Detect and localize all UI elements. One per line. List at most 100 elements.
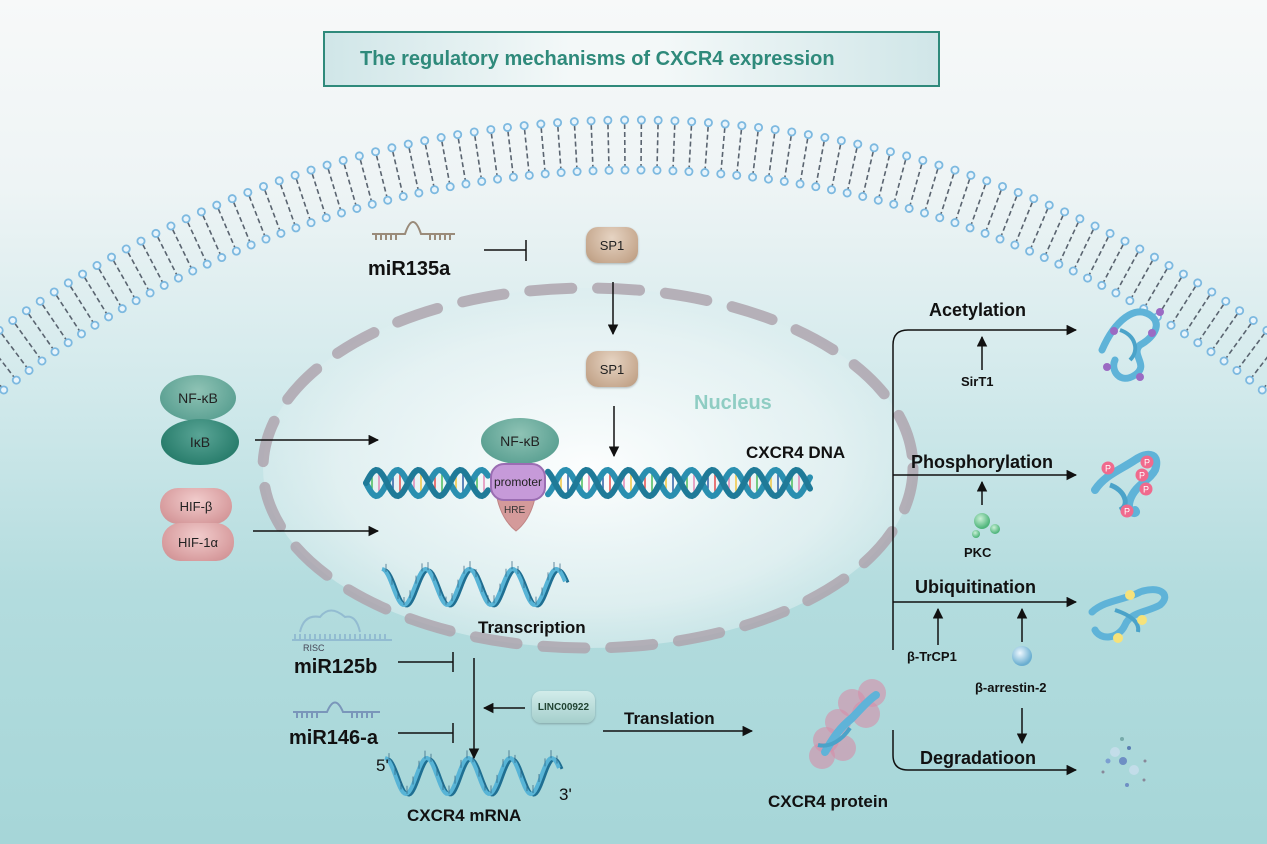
phospholipid [0,325,34,375]
lipid-tail [1199,304,1225,340]
lipid-tail [507,131,514,174]
lipid-tail [295,178,311,220]
lipid-head [1149,252,1159,262]
phospholipid [1111,244,1145,298]
phospholipid [889,151,912,209]
lipid-head [8,315,18,325]
phospholipid [919,160,944,218]
btrcp1-label: β-TrCP1 [907,649,957,664]
lipid-tail [1212,313,1238,349]
lipid-head [1120,236,1130,246]
phospho-mark-label: P [1105,464,1111,474]
lipid-head [1232,365,1242,375]
nfkb-nucleus-label: NF-κB [500,433,540,449]
lipid-head [519,121,529,131]
lipid-head [998,181,1008,191]
phospholipid [387,143,408,201]
risc-label: RISC [303,643,325,653]
phospholipid [811,133,830,192]
lipid-tail [424,144,435,186]
phospholipid [1125,252,1159,306]
lipid-tail [784,135,792,178]
lipid-head [430,185,440,195]
lipid-head [231,246,241,256]
lipid-head [24,365,34,375]
lipid-tail [83,277,108,314]
lipid-tail [457,138,467,181]
phospholipid [569,117,582,177]
lipid-tail [1059,222,1079,261]
lipid-head [453,130,463,140]
lipid-head [604,165,614,175]
phospholipid [586,116,598,176]
lipid-head [159,280,169,290]
phospholipid [904,155,928,213]
lipid-head [670,116,680,126]
sp1-nucleus-label: SP1 [599,361,625,377]
phospholipid [858,143,879,201]
cxcr4-mrna-icon [384,750,564,797]
cxcr4-dna-helix [363,466,813,500]
phospholipid [620,115,630,175]
lipid-head [540,169,550,179]
lipid-head [290,170,300,180]
lipid-tail [878,155,891,197]
phospholipid [1139,261,1174,314]
lipid-tail [1045,215,1064,255]
lipid-tail [815,141,825,183]
lipid-tail [55,294,80,331]
acetylation-label: Acetylation [929,300,1027,320]
phospho-mark-icon [1139,482,1153,496]
mir146a-hairpin-icon [293,701,380,718]
lipid-head [76,329,86,339]
hre-element [496,497,536,532]
phospholipid [274,176,301,233]
phospholipid [1068,221,1100,276]
phospholipid [78,269,114,322]
lipid-head [918,155,928,165]
lipid-head [1054,259,1064,269]
lipid-head [620,115,630,125]
nucleus-label: Nucleus [694,392,772,414]
lipid-head [1180,329,1190,339]
lipid-tail [1251,356,1267,378]
lipid-tail [688,125,693,168]
cxcr4-protein-label: CXCR4 protein [768,792,888,811]
dna-strand [363,466,491,500]
phospholipid [136,236,169,290]
lipid-head [151,228,161,238]
lipid-head [337,208,347,218]
lipid-head [508,172,518,182]
lipid-head [1257,385,1267,395]
lipid-head [588,166,598,176]
lipid-head [338,155,348,165]
lipid-tail [1088,236,1109,275]
lipid-head [536,119,546,129]
lipid-tail [1015,202,1034,242]
degradation-fragments-icon [1101,737,1147,787]
phospholipid [716,119,730,179]
lipid-tail [909,164,923,205]
lipid-head [748,172,758,182]
lipid-head [572,167,582,177]
lipid-tail [768,133,776,176]
lipid-tail [490,133,498,176]
barrestin2-icon [1012,646,1032,666]
phospholipid [420,136,440,195]
rna-backbone [381,566,567,608]
lipid-head [853,139,863,149]
lipid-head [1193,278,1203,288]
lipid-head [902,151,912,161]
phospholipid [965,176,992,233]
lipid-head [826,185,836,195]
lipid-head [795,179,805,189]
phospho-mark-label: P [1143,485,1149,495]
lipid-head [687,117,697,127]
lipid-head [889,199,899,209]
lipid-tail [327,168,342,210]
lipid-head [904,203,914,213]
lipid-tail [540,127,546,170]
mir146a-label: miR146-a [289,727,378,749]
three-prime-label: 3' [559,785,572,804]
lipid-tail [1158,277,1183,314]
